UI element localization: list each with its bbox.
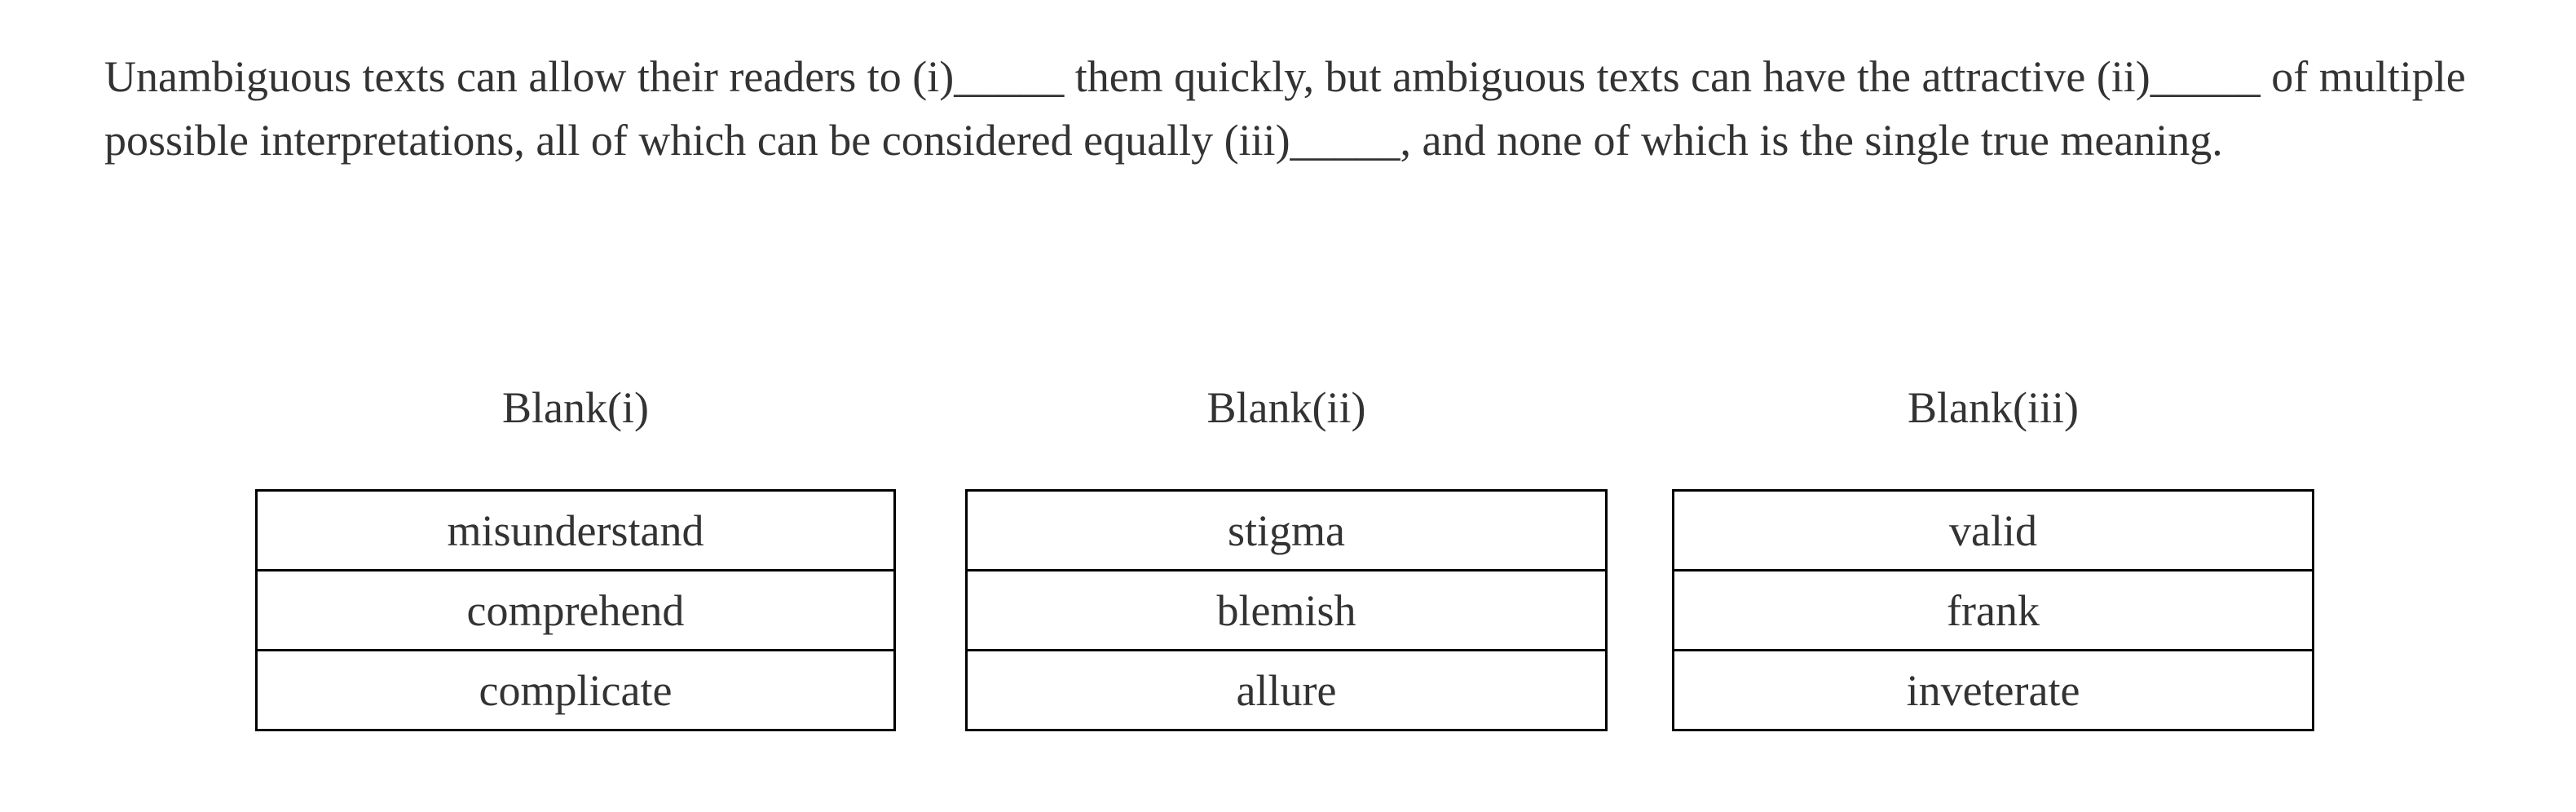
blank-column-ii: Blank(ii) stigma blemish allure [965,371,1608,731]
table-row: valid [1672,489,2314,571]
option-cell[interactable]: valid [1672,489,2314,571]
question-passage: Unambiguous texts can allow their reader… [104,45,2466,172]
option-cell[interactable]: misunderstand [255,489,896,571]
blank-ii-label: Blank(ii) [1206,383,1366,432]
option-cell[interactable]: allure [965,649,1608,731]
table-row: frank [1672,569,2314,651]
table-row: comprehend [255,569,896,651]
table-row: blemish [965,569,1608,651]
option-cell[interactable]: blemish [965,569,1608,651]
option-cell[interactable]: frank [1672,569,2314,651]
passage-line-1: Unambiguous texts can allow their reader… [104,52,2466,101]
blank-column-i: Blank(i) misunderstand comprehend compli… [255,371,896,731]
table-row: inveterate [1672,649,2314,731]
blank-iii-label: Blank(iii) [1908,383,2079,432]
option-cell[interactable]: inveterate [1672,649,2314,731]
blank-column-iii: Blank(iii) valid frank inveterate [1672,371,2314,731]
table-row: allure [965,649,1608,731]
table-row: complicate [255,649,896,731]
option-cell[interactable]: stigma [965,489,1608,571]
passage-line-2: possible interpretations, all of which c… [104,116,2223,165]
option-cell[interactable]: complicate [255,649,896,731]
blank-iii-options-table: valid frank inveterate [1672,489,2314,731]
blank-ii-options-table: stigma blemish allure [965,489,1608,731]
table-row: misunderstand [255,489,896,571]
table-row: stigma [965,489,1608,571]
blank-i-label: Blank(i) [502,383,649,432]
blank-i-options-table: misunderstand comprehend complicate [255,489,896,731]
option-cell[interactable]: comprehend [255,569,896,651]
